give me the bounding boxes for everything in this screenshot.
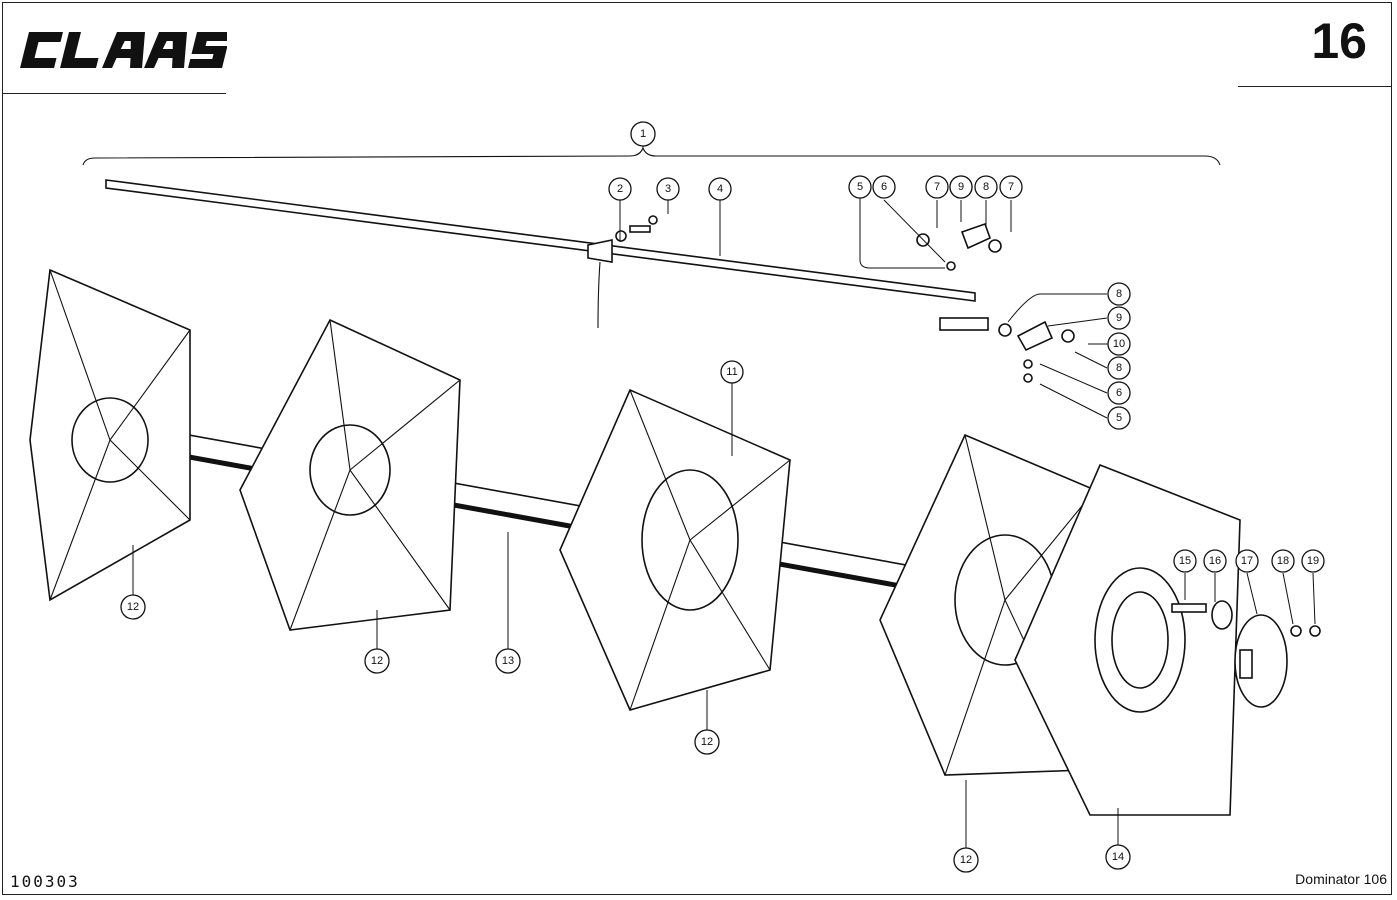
callout-leaders bbox=[132, 198, 1316, 848]
callout-8: 8 bbox=[1107, 282, 1131, 306]
svg-text:7: 7 bbox=[934, 181, 940, 193]
callout-12: 12 bbox=[953, 847, 979, 873]
machine-model: Dominator 106 bbox=[1295, 871, 1387, 887]
svg-text:8: 8 bbox=[1116, 288, 1122, 300]
spider-wheel-1 bbox=[29, 268, 191, 602]
callout-16: 16 bbox=[1203, 549, 1227, 573]
svg-text:12: 12 bbox=[371, 655, 383, 667]
svg-text:6: 6 bbox=[1116, 387, 1122, 399]
svg-text:17: 17 bbox=[1241, 555, 1253, 567]
svg-text:6: 6 bbox=[881, 181, 887, 193]
callout-12: 12 bbox=[120, 594, 146, 620]
assembly-bracket bbox=[82, 146, 1221, 166]
page-number: 16 bbox=[1311, 13, 1367, 69]
svg-text:10: 10 bbox=[1113, 338, 1125, 350]
control-shaft bbox=[105, 179, 989, 331]
svg-text:8: 8 bbox=[1116, 362, 1122, 374]
svg-text:2: 2 bbox=[617, 183, 623, 195]
callout-5: 5 bbox=[848, 175, 872, 199]
callout-14: 14 bbox=[1105, 844, 1131, 870]
spider-wheel-3 bbox=[559, 388, 791, 711]
callout-18: 18 bbox=[1271, 549, 1295, 573]
callout-8: 8 bbox=[974, 175, 998, 199]
svg-text:5: 5 bbox=[1116, 412, 1122, 424]
svg-text:19: 19 bbox=[1307, 555, 1319, 567]
callout-6: 6 bbox=[872, 175, 896, 199]
claas-logo bbox=[20, 32, 227, 68]
callout-9: 9 bbox=[949, 175, 973, 199]
callout-7: 7 bbox=[999, 175, 1023, 199]
svg-text:5: 5 bbox=[857, 181, 863, 193]
document-id: 100303 bbox=[10, 872, 80, 891]
logo-underline bbox=[2, 93, 226, 94]
svg-text:9: 9 bbox=[958, 181, 964, 193]
callout-19: 19 bbox=[1301, 549, 1325, 573]
svg-text:3: 3 bbox=[665, 183, 671, 195]
callout-6: 6 bbox=[1107, 381, 1131, 405]
spider-wheel-2 bbox=[239, 318, 461, 631]
svg-text:12: 12 bbox=[127, 601, 139, 613]
svg-text:13: 13 bbox=[502, 655, 514, 667]
callout-13: 13 bbox=[495, 648, 521, 674]
svg-text:7: 7 bbox=[1008, 181, 1014, 193]
callout-12: 12 bbox=[364, 648, 390, 674]
svg-text:11: 11 bbox=[726, 366, 737, 378]
callout-10: 10 bbox=[1107, 332, 1131, 356]
callout-12: 12 bbox=[694, 729, 720, 755]
page-number-underline bbox=[1238, 86, 1392, 87]
svg-text:4: 4 bbox=[717, 183, 723, 195]
callout-3: 3 bbox=[656, 177, 680, 201]
fastener-parts bbox=[615, 215, 1075, 383]
callout-15: 15 bbox=[1173, 549, 1197, 573]
callout-17: 17 bbox=[1235, 549, 1259, 573]
svg-text:12: 12 bbox=[701, 736, 713, 748]
svg-text:14: 14 bbox=[1112, 851, 1124, 863]
callout-2: 2 bbox=[608, 177, 632, 201]
svg-text:15: 15 bbox=[1179, 555, 1191, 567]
svg-text:12: 12 bbox=[960, 854, 972, 866]
callout-9: 9 bbox=[1107, 306, 1131, 330]
svg-text:18: 18 bbox=[1277, 555, 1289, 567]
callout-11: 11 bbox=[720, 360, 744, 384]
svg-text:16: 16 bbox=[1209, 555, 1221, 567]
end-bearing-parts bbox=[1171, 600, 1321, 708]
callout-4: 4 bbox=[708, 177, 732, 201]
svg-text:1: 1 bbox=[640, 128, 646, 140]
callout-5: 5 bbox=[1107, 406, 1131, 430]
callout-8: 8 bbox=[1107, 356, 1131, 380]
svg-text:8: 8 bbox=[983, 181, 989, 193]
svg-text:9: 9 bbox=[1116, 312, 1122, 324]
callout-1: 1 bbox=[630, 121, 656, 147]
callout-7: 7 bbox=[925, 175, 949, 199]
